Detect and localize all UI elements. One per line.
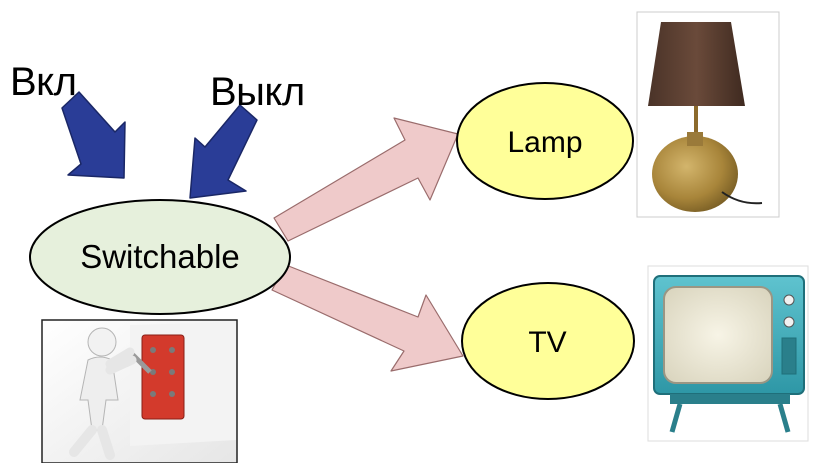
label-on: Вкл: [10, 60, 77, 104]
node-tv-label: TV: [528, 326, 567, 359]
node-switchable-label: Switchable: [80, 238, 240, 275]
node-switchable: [29, 199, 291, 315]
arrow-to-lamp: [273, 117, 459, 242]
retro-tv-icon: [647, 265, 809, 442]
table-lamp-icon: [636, 11, 780, 218]
node-lamp: [456, 82, 634, 200]
label-off: Выкл: [210, 70, 305, 114]
node-tv: [461, 282, 635, 400]
arrow-off: [189, 104, 258, 199]
person-pulling-switch-icon: [41, 319, 238, 463]
arrow-to-tv: [271, 264, 464, 372]
arrow-on: [61, 91, 126, 179]
node-lamp-label: Lamp: [507, 126, 583, 159]
